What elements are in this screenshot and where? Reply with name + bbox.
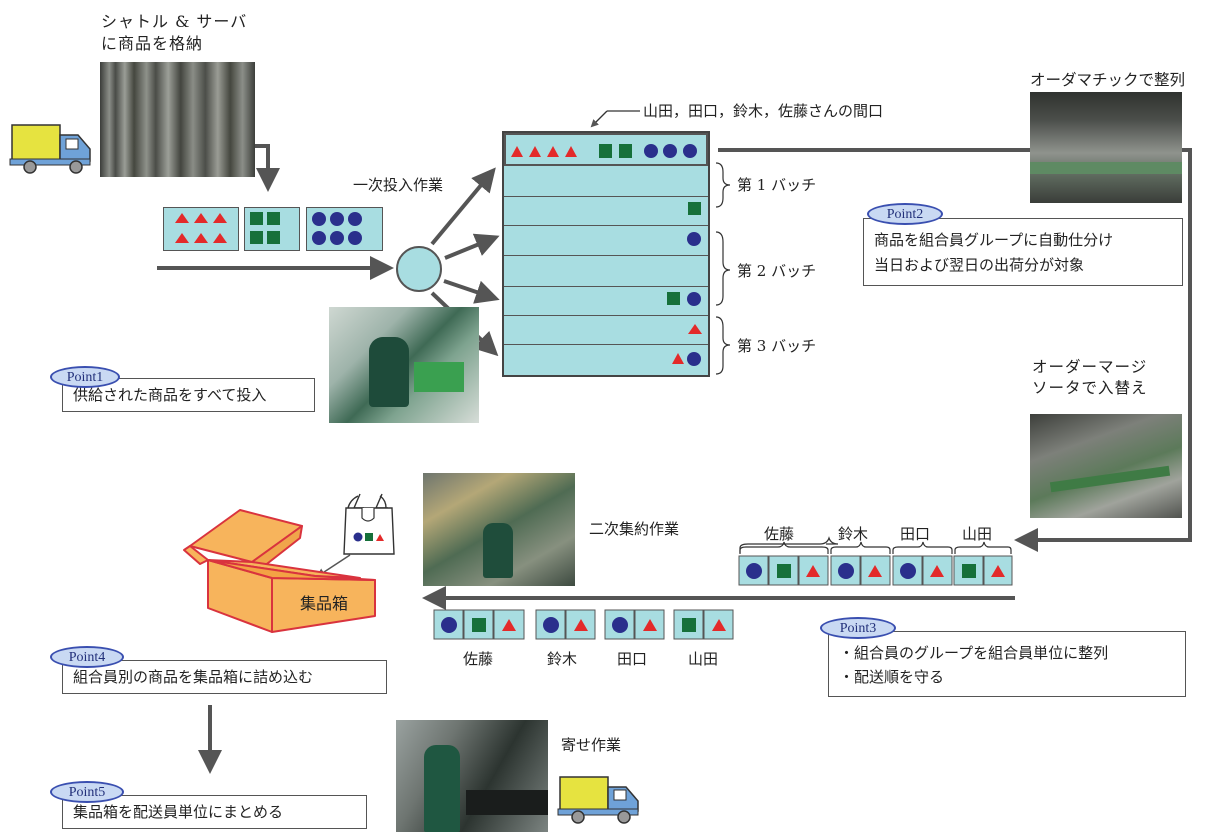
secondary-label: 二次集約作業 xyxy=(589,520,680,538)
item-group-shapes xyxy=(175,212,362,245)
photo-ordermatic xyxy=(1030,92,1182,203)
collection-box-label: 集品箱 xyxy=(300,594,349,613)
photo-secondary xyxy=(423,473,575,586)
truck-icon-bottom xyxy=(557,776,639,824)
sorted-sequence xyxy=(738,555,1013,586)
rack-slot-2 xyxy=(504,166,708,197)
batch-2-label: 第 2 バッチ xyxy=(737,262,817,280)
point1-tag: Point1 xyxy=(50,366,120,388)
shuttle-label: シャトル & サーバ に商品を格納 xyxy=(101,12,248,53)
brace-batch1 xyxy=(715,162,731,208)
rack-slot-3 xyxy=(504,197,708,226)
member-top-yamada: 山田 xyxy=(962,525,993,543)
member-bottom-taguchi: 田口 xyxy=(617,650,648,668)
collection-box-icon xyxy=(183,509,376,633)
arrow-shuttle-down xyxy=(255,144,280,192)
rack-slot-7 xyxy=(504,316,708,345)
member-top-taguchi: 田口 xyxy=(900,525,931,543)
gather-label: 寄せ作業 xyxy=(561,736,622,754)
member-bottom-suzuki: 鈴木 xyxy=(547,650,578,668)
photo-gathering xyxy=(396,720,548,832)
point4-tag: Point4 xyxy=(50,646,124,668)
arrow-spoke-2 xyxy=(444,233,500,260)
member-brackets xyxy=(739,541,1012,554)
rack-items xyxy=(511,144,702,366)
separated-sequence xyxy=(433,609,734,640)
point2-box: 商品を組合員グループに自動仕分け 当日および翌日の出荷分が対象 xyxy=(863,218,1183,286)
rack-slot-5 xyxy=(504,256,708,287)
sorting-rack xyxy=(502,131,710,377)
point3-tag: Point3 xyxy=(820,617,896,639)
batch-1-label: 第 1 バッチ xyxy=(737,176,817,194)
point2-tag: Point2 xyxy=(867,203,943,225)
photo-shuttle-storage xyxy=(100,62,255,177)
photo-order-merge xyxy=(1030,414,1182,518)
member-bottom-yamada: 山田 xyxy=(688,650,719,668)
rack-slot-4 xyxy=(504,226,708,256)
frontage-note: 山田，田口，鈴木，佐藤さんの間口 xyxy=(643,102,884,120)
member-top-suzuki: 鈴木 xyxy=(838,525,869,543)
rack-slot-6 xyxy=(504,287,708,316)
point5-tag: Point5 xyxy=(50,781,124,803)
batch-3-label: 第 3 バッチ xyxy=(737,337,817,355)
brace-batch2 xyxy=(715,231,731,306)
ordermatic-label: オーダマチックで整列 xyxy=(1030,71,1186,89)
brace-batch3 xyxy=(715,316,731,375)
order-merge-label: オーダーマージ ソータで入替え xyxy=(1032,358,1148,397)
arrow-rack-to-merge xyxy=(718,148,1192,552)
rack-slot-1 xyxy=(504,133,708,166)
arrow-spoke-3 xyxy=(443,279,500,304)
primary-input-label: 一次投入作業 xyxy=(353,176,444,194)
photo-primary-input xyxy=(329,307,479,423)
point5-box: 集品箱を配送員単位にまとめる xyxy=(62,795,367,829)
truck-icon-top xyxy=(9,124,91,174)
member-top-sato: 佐藤 xyxy=(764,525,795,543)
point4-box: 組合員別の商品を集品箱に詰め込む xyxy=(62,660,387,694)
shopping-bag-icon xyxy=(343,493,395,555)
member-bottom-sato: 佐藤 xyxy=(463,650,494,668)
arrow-spoke-1 xyxy=(430,167,496,246)
point3-box: ・組合員のグループを組合員単位に整列 ・配送順を守る xyxy=(828,631,1186,697)
distribution-hub xyxy=(396,246,442,292)
